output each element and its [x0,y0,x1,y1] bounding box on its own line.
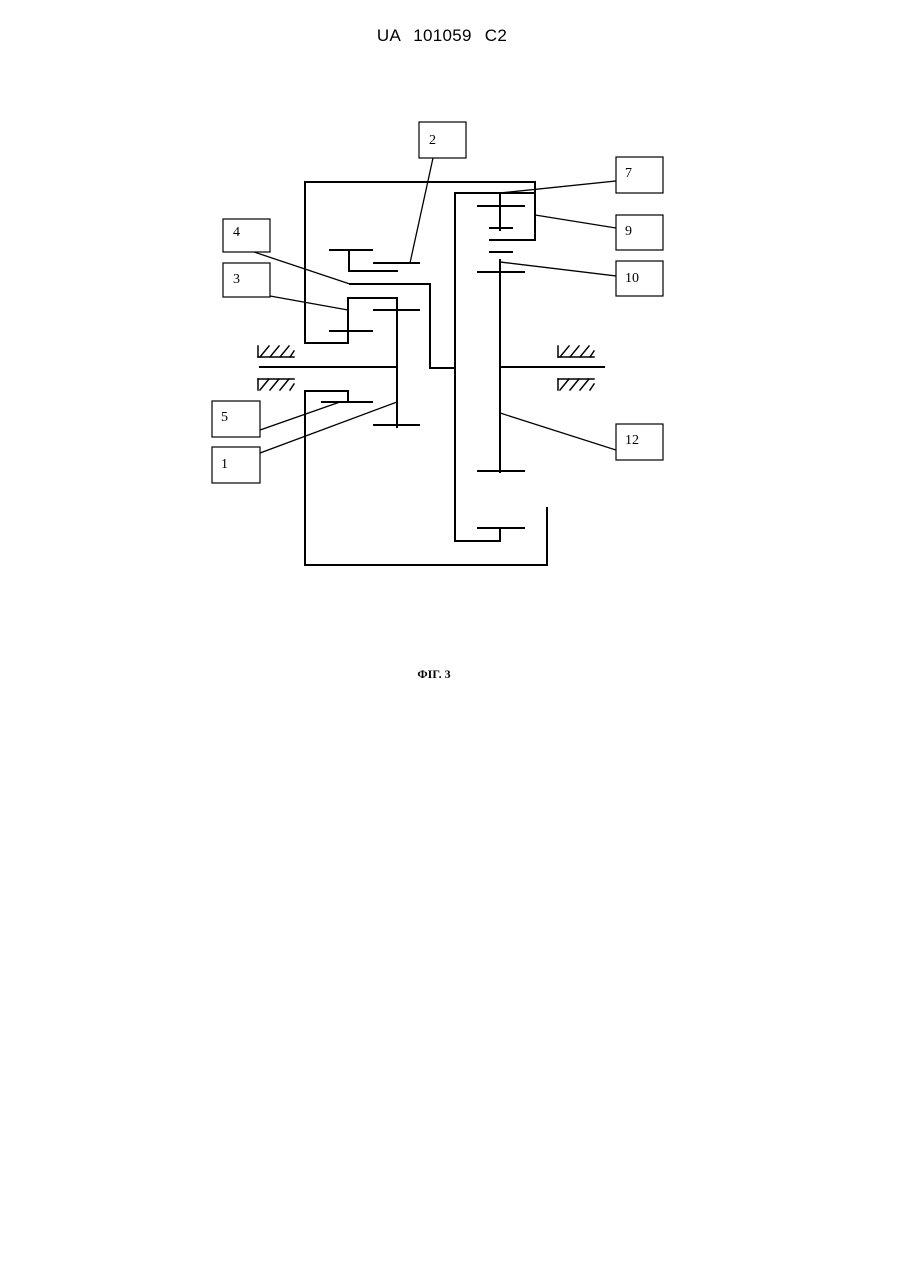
svg-text:12: 12 [625,433,639,448]
label-1: 1 [212,447,260,483]
label-5: 5 [212,401,260,437]
label-2: 2 [419,122,466,158]
svg-text:9: 9 [625,224,632,239]
svg-text:10: 10 [625,271,639,286]
svg-text:3: 3 [233,272,240,287]
leader-lines [248,158,616,453]
left-housing [305,182,547,565]
label-12: 12 [616,424,663,460]
svg-text:4: 4 [233,225,240,240]
svg-text:1: 1 [221,457,228,472]
svg-text:5: 5 [221,410,228,425]
label-10: 10 [616,261,663,296]
figure-caption: ФІГ. 3 [0,667,868,682]
left-lower-gears [322,391,419,425]
label-7: 7 [616,157,663,193]
svg-text:7: 7 [625,166,632,181]
label-3: 3 [223,263,270,297]
label-9: 9 [616,215,663,250]
label-4: 4 [223,219,270,252]
svg-text:2: 2 [429,133,436,148]
